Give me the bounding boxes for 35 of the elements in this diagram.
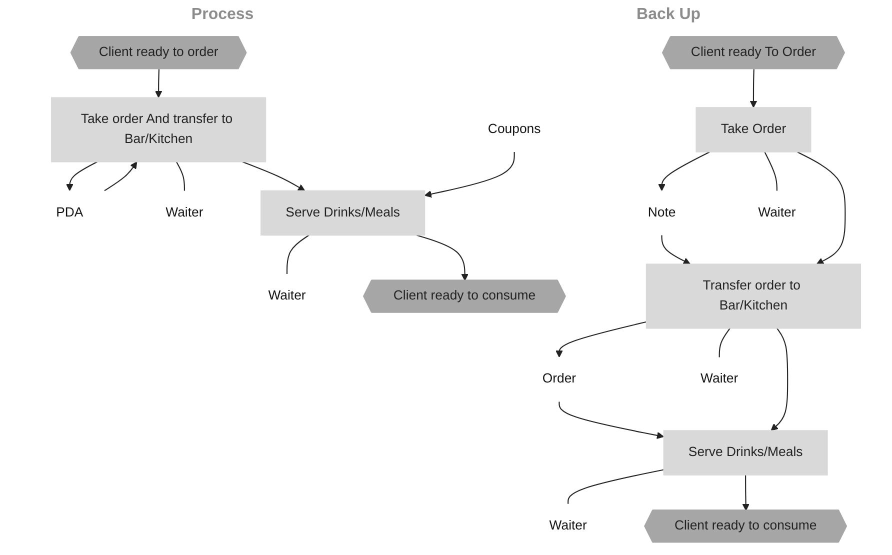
connector xyxy=(286,234,310,274)
node-box: Serve Drinks/Meals xyxy=(260,190,426,236)
arrow xyxy=(558,402,664,439)
arrow xyxy=(750,69,758,108)
connector xyxy=(764,152,778,191)
node-text: Waiter xyxy=(166,206,204,220)
node-text: Waiter xyxy=(268,288,306,303)
arrow xyxy=(424,152,515,198)
arrow xyxy=(66,161,98,192)
arrow xyxy=(556,321,646,358)
node-text: Waiter xyxy=(700,372,738,386)
arrow xyxy=(242,161,306,192)
arrow xyxy=(154,69,162,98)
node-text: PDA xyxy=(56,206,84,220)
arrow xyxy=(742,475,750,511)
node-box: Take order And transfer to Bar/Kitchen xyxy=(51,97,266,162)
node-text: Coupons xyxy=(488,122,541,136)
arrow xyxy=(658,152,710,192)
node-text: Order xyxy=(542,372,576,386)
arrow xyxy=(104,162,138,192)
arrow xyxy=(416,234,468,281)
node-box: Take Order xyxy=(696,107,812,152)
node-box: Transfer order to Bar/Kitchen xyxy=(646,264,862,329)
node-text: Waiter xyxy=(758,206,796,220)
arrow xyxy=(661,235,690,264)
connector xyxy=(718,328,730,358)
column-heading: Process xyxy=(191,6,254,24)
node-text: Note xyxy=(648,206,676,220)
arrow xyxy=(797,152,846,264)
node-text: Waiter xyxy=(549,518,587,533)
arrow xyxy=(770,328,788,431)
connector xyxy=(568,469,664,504)
column-heading: Back Up xyxy=(636,6,701,24)
connector xyxy=(176,162,185,191)
node-box: Serve Drinks/Meals xyxy=(663,430,828,476)
